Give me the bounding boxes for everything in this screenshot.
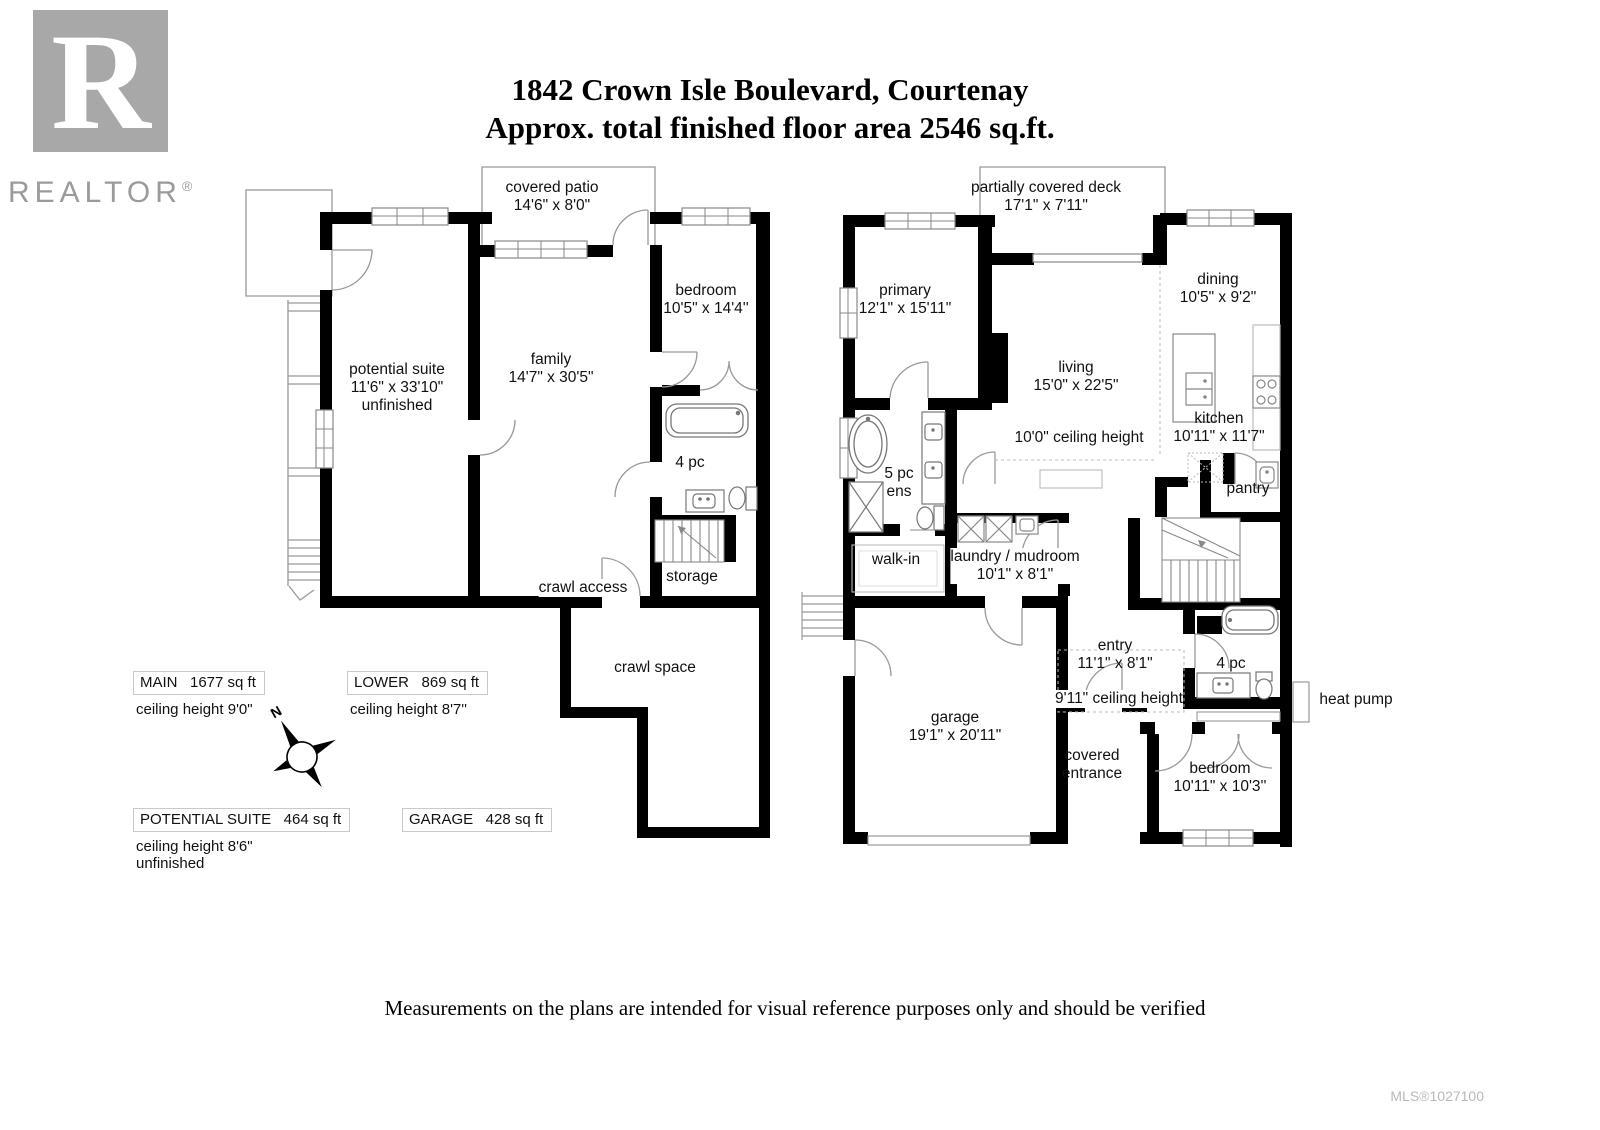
label-garage: garage 19'1" x 20'11" — [908, 709, 1002, 744]
label-crawl-access: crawl access — [538, 579, 628, 597]
label-bedroom-main: bedroom 10'11" x 10'3'' — [1173, 760, 1267, 795]
main-plan-doors — [854, 361, 1273, 772]
closet-shelf-outline — [1196, 711, 1281, 722]
label-heat-pump: heat pump — [1319, 691, 1393, 709]
shower-icon — [848, 481, 884, 533]
main-bathtub-icon — [1221, 605, 1279, 635]
dishwasher-icon — [1187, 452, 1224, 483]
bench-outline — [1039, 469, 1103, 489]
stat-garage-title: GARAGE 428 sq ft — [402, 808, 553, 832]
label-bath-main: 4 pc — [1216, 655, 1246, 673]
stove-icon — [1252, 324, 1281, 451]
label-storage: storage — [666, 568, 718, 586]
bathtub-icon — [665, 403, 749, 438]
heat-pump-icon — [1292, 681, 1310, 723]
label-potential-suite: potential suite 11'6" x 33'10" unfinishe… — [349, 361, 445, 414]
label-living-ceiling: 10'0" ceiling height — [1014, 429, 1144, 447]
main-toilet-icon — [1255, 671, 1273, 700]
svg-text:R: R — [51, 5, 152, 158]
pantry-sink-icon — [1255, 461, 1279, 489]
toilet-icon — [728, 486, 758, 511]
label-walk-in: walk-in — [871, 551, 921, 569]
stat-main-ceiling: ceiling height 9'0" — [136, 701, 253, 718]
kitchen-island-icon — [1172, 333, 1216, 423]
lower-plan — [245, 166, 770, 838]
disclaimer-text: Measurements on the plans are intended f… — [384, 996, 1206, 1020]
registered-mark: ® — [181, 178, 193, 194]
stat-main-title: MAIN 1677 sq ft — [133, 671, 265, 695]
label-living: living 15'0" x 22'5" — [1033, 359, 1119, 394]
label-entry: entry 11'1" x 8'1" — [1077, 637, 1153, 672]
label-ensuite: 5 pc ens — [884, 465, 914, 500]
walkin-shelf-outline — [851, 544, 945, 593]
page-subtitle: Approx. total finished floor area 2546 s… — [485, 110, 1055, 145]
compass-north-label: N — [268, 702, 285, 721]
stat-suite-title: POTENTIAL SUITE 464 sq ft — [133, 808, 351, 832]
stat-lower-ceiling: ceiling height 8'7'' — [350, 701, 468, 718]
label-primary: primary 12'1" x 15'11" — [858, 282, 952, 317]
label-laundry: laundry / mudroom 10'1" x 8'1" — [950, 548, 1080, 584]
entry-dotted-zone — [1057, 649, 1185, 713]
label-bath-lower: 4 pc — [675, 454, 705, 472]
stat-suite-note: unfinished — [136, 855, 205, 872]
stat-lower-title: LOWER 869 sq ft — [347, 671, 489, 695]
main-plan-window-mullions — [840, 210, 1254, 846]
main-plan — [801, 166, 1310, 847]
page-title: 1842 Crown Isle Boulevard, Courtenay — [511, 72, 1029, 107]
compass-rose-icon: N — [268, 702, 336, 788]
label-deck: partially covered deck 17'1" x 7'11" — [971, 179, 1121, 214]
label-crawl-space: crawl space — [614, 659, 696, 677]
realtor-wordmark: REALTOR® — [8, 176, 193, 209]
label-pantry: pantry — [1226, 480, 1270, 498]
label-entry-ceiling: 9'11" ceiling height — [1055, 690, 1183, 708]
covered-patio-outline — [481, 166, 656, 249]
stat-suite-ceiling: ceiling height 8'6" — [136, 838, 253, 855]
exterior-stairs — [245, 189, 333, 601]
label-family: family 14'7" x 30'5" — [508, 351, 594, 386]
label-bedroom-lower: bedroom 10'5" x 14'4'' — [663, 282, 749, 317]
ensuite-toilet-icon — [916, 505, 945, 531]
main-vanity-icon — [1196, 672, 1251, 699]
ensuite-vanity-icon — [921, 411, 946, 505]
garage-exterior-stairs — [801, 592, 843, 640]
zone-lines — [995, 265, 1224, 713]
freestanding-tub-icon — [848, 414, 888, 474]
label-dining: dining 10'5" x 9'2" — [1179, 271, 1257, 306]
main-plan-walls — [843, 213, 1292, 847]
label-kitchen: kitchen 10'11" x 11'7" — [1173, 410, 1265, 445]
deck-outline — [979, 166, 1166, 253]
lower-plan-window-mullions — [316, 208, 750, 468]
mls-number: MLS®1027100 — [1390, 1088, 1484, 1104]
lower-plan-doors — [331, 209, 759, 597]
lower-stairs — [654, 519, 725, 563]
label-covered-entrance: covered entrance — [1061, 747, 1123, 782]
main-stairs — [1161, 517, 1241, 603]
label-covered-patio: covered patio 14'6" x 8'0" — [505, 179, 599, 214]
vanity-sink-icon — [685, 489, 725, 513]
realtor-logo-icon: R — [33, 5, 168, 158]
washer-dryer-icon — [957, 515, 1039, 543]
